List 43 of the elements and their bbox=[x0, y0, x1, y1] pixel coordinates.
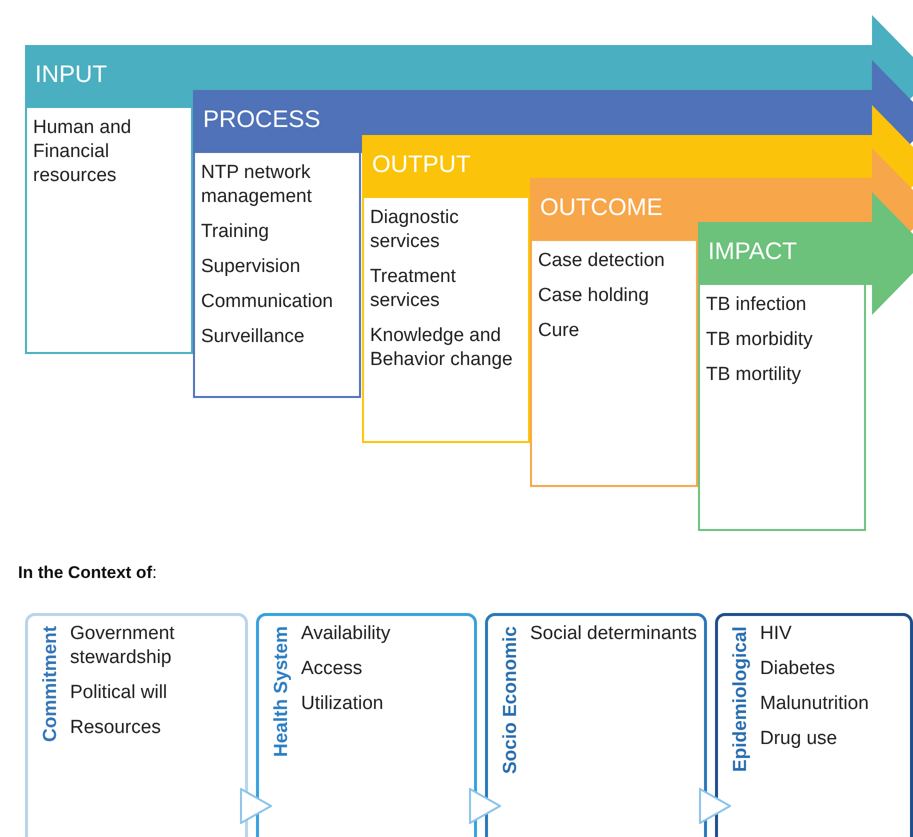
stage-heading: IMPACT bbox=[708, 238, 797, 266]
list-item: Utilization bbox=[301, 692, 384, 716]
list-item: HIV bbox=[760, 622, 793, 646]
list-item: Communication bbox=[201, 290, 334, 314]
list-item: TB morbidity bbox=[706, 328, 814, 352]
list-item: Human and Financial resources bbox=[33, 116, 132, 188]
context-box bbox=[485, 613, 707, 837]
list-item: NTP network management bbox=[201, 161, 313, 209]
list-item: Political will bbox=[70, 681, 168, 705]
list-item: Knowledge and Behavior change bbox=[370, 324, 514, 372]
list-item: Government stewardship bbox=[70, 622, 176, 670]
list-item: Social determinants bbox=[530, 622, 697, 646]
context-box bbox=[715, 613, 913, 837]
stage-heading: OUTPUT bbox=[372, 150, 471, 178]
list-item: Diabetes bbox=[760, 657, 836, 681]
list-item: TB mortility bbox=[706, 363, 802, 387]
list-item: Availability bbox=[301, 622, 392, 646]
list-item: Resources bbox=[70, 716, 162, 740]
list-item: Case detection bbox=[538, 249, 666, 273]
vertical-heading: Commitment bbox=[40, 626, 62, 742]
list-item: Case holding bbox=[538, 284, 650, 308]
context-box bbox=[256, 613, 477, 837]
connector-arrow bbox=[699, 788, 731, 824]
list-item: Supervision bbox=[201, 255, 302, 279]
list-item: Access bbox=[301, 657, 364, 681]
stage-heading: OUTCOME bbox=[540, 194, 663, 222]
stage-heading: PROCESS bbox=[203, 106, 320, 134]
vertical-heading: Socio Economic bbox=[500, 626, 522, 774]
connector-arrow bbox=[240, 788, 272, 824]
list-item: Treatment services bbox=[370, 265, 457, 313]
stage-heading: INPUT bbox=[35, 60, 107, 88]
context-box bbox=[25, 613, 248, 837]
vertical-heading: Epidemiological bbox=[730, 626, 752, 772]
vertical-heading: Health System bbox=[271, 626, 293, 757]
connector-arrow bbox=[469, 788, 501, 824]
list-item: Malunutrition bbox=[760, 692, 870, 716]
list-item: TB infection bbox=[706, 293, 808, 317]
list-item: Cure bbox=[538, 319, 580, 343]
list-item: Diagnostic services bbox=[370, 206, 460, 254]
context-heading: In the Context of: bbox=[18, 563, 157, 583]
list-item: Training bbox=[201, 220, 270, 244]
list-item: Drug use bbox=[760, 727, 838, 751]
list-item: Surveillance bbox=[201, 325, 306, 349]
